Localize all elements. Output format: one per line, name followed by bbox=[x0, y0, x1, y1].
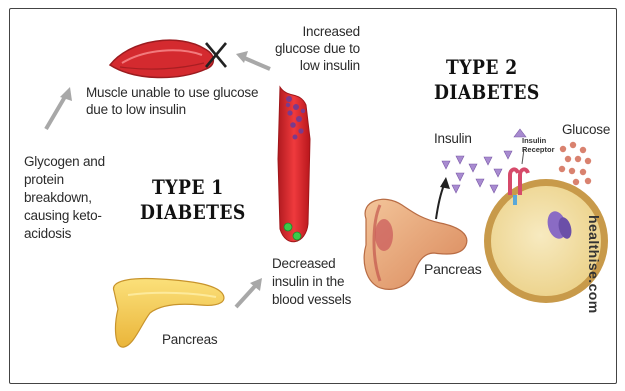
muscle-icon bbox=[110, 40, 213, 77]
glucose-label: Increased glucose due to low insulin bbox=[272, 23, 360, 74]
arrow-glucose-to-muscle bbox=[236, 51, 270, 69]
type1-heading-line2: DIABETES bbox=[140, 200, 246, 225]
type1-heading-line1: TYPE 1 bbox=[140, 175, 246, 200]
glucose-label-type2: Glucose bbox=[562, 121, 610, 138]
muscle-label: Muscle unable to use glucose due to low … bbox=[86, 84, 270, 118]
blood-vessel-icon bbox=[278, 87, 310, 242]
receptor-label-line2: Receptor bbox=[522, 145, 555, 154]
glycogen-label: Glycogen and protein breakdown, causing … bbox=[24, 153, 124, 243]
pancreas-type2-label: Pancreas bbox=[424, 261, 482, 278]
arrow-pancreas-to-insulin bbox=[236, 278, 262, 307]
type2-heading: TYPE 2 DIABETES bbox=[434, 55, 540, 105]
insulin-label: Insulin bbox=[434, 130, 472, 147]
watermark-text: healthise.com bbox=[586, 215, 602, 314]
type2-heading-line2: DIABETES bbox=[434, 80, 540, 105]
receptor-label-line1: Insulin bbox=[522, 136, 555, 145]
arrow-glycogen-to-muscle bbox=[46, 87, 72, 129]
insulin-receptor-label: Insulin Receptor bbox=[522, 136, 555, 154]
type2-heading-line1: TYPE 2 bbox=[434, 55, 540, 80]
arrow-pancreas-to-insulin-type2 bbox=[436, 177, 450, 219]
diagram-frame: TYPE 1 DIABETES TYPE 2 DIABETES Muscle u… bbox=[9, 8, 617, 384]
insulin-vessel-label: Decreased insulin in the blood vessels bbox=[272, 255, 354, 309]
pancreas-type1-label: Pancreas bbox=[162, 331, 217, 348]
type1-heading: TYPE 1 DIABETES bbox=[140, 175, 246, 225]
glucose-circles bbox=[559, 142, 591, 185]
